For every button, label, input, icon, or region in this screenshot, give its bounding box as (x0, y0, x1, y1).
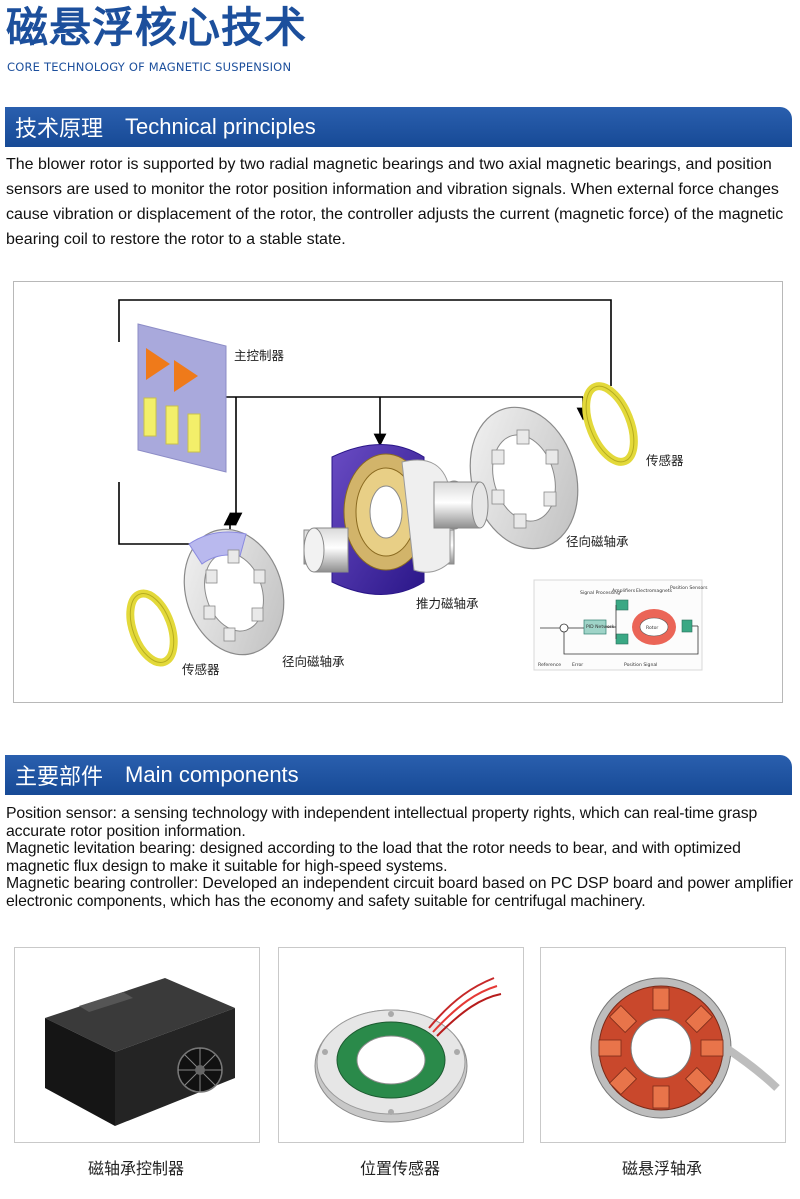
wiring-lines (118, 299, 612, 545)
inset-electromagnets: Electromagnets (636, 588, 673, 594)
controller-board-icon (137, 323, 227, 473)
caption-position-sensor: 位置传感器 (359, 1159, 440, 1178)
main-components-text: Position sensor: a sensing technology wi… (6, 805, 794, 910)
label-radial-bearing-right: 径向磁轴承 (566, 534, 629, 549)
label-controller: 主控制器 (234, 348, 285, 363)
section-header-technical-principles: 技术原理 Technical principles (5, 107, 792, 147)
section-header-main-components: 主要部件 Main components (5, 755, 792, 795)
inset-rotor-label: Rotor (646, 625, 658, 631)
label-sensor-right: 传感器 (646, 453, 684, 468)
page-title: 磁悬浮核心技术 (6, 3, 308, 52)
radial-bearing-right-icon (469, 406, 579, 550)
inset-position-signal: Position Signal (624, 662, 657, 668)
inset-position-sensors: Position Sensors (670, 585, 708, 591)
magnetic-bearing-diagram: 主控制器 传感器 径向磁轴承 推力磁轴承 传感器 径向磁轴承 Rotor Sig… (13, 281, 783, 703)
photo-magnetic-bearing (540, 947, 786, 1143)
page-subtitle: CORE TECHNOLOGY OF MAGNETIC SUSPENSION (7, 60, 292, 74)
caption-bearing-controller: 磁轴承控制器 (87, 1159, 184, 1178)
label-sensor-left: 传感器 (182, 662, 220, 677)
section-title-en: Main components (125, 762, 299, 787)
inset-amplifiers: Amplifiers (612, 588, 636, 594)
photo-position-sensor (278, 947, 524, 1143)
control-loop-inset: Rotor Signal Processing Amplifiers Elect… (533, 579, 708, 671)
inset-reference: Reference (538, 662, 561, 668)
section-title-en: Technical principles (125, 114, 316, 139)
label-radial-bearing-left: 径向磁轴承 (282, 654, 345, 669)
section-title-zh: 技术原理 (15, 117, 104, 142)
thrust-bearing-icon (303, 444, 489, 595)
inset-error: Error (572, 662, 583, 668)
technical-principles-text: The blower rotor is supported by two rad… (6, 156, 784, 248)
photo-bearing-controller (14, 947, 260, 1143)
caption-magnetic-bearing: 磁悬浮轴承 (621, 1159, 702, 1178)
label-thrust-bearing: 推力磁轴承 (416, 596, 479, 611)
sensor-ring-left-icon (126, 589, 178, 667)
sensor-ring-right-icon (582, 382, 638, 466)
radial-bearing-left-icon (183, 528, 285, 656)
section-title-zh: 主要部件 (15, 765, 104, 790)
inset-signal-processing: Signal Processing (580, 590, 620, 596)
inset-pid: PID Network (586, 624, 615, 630)
